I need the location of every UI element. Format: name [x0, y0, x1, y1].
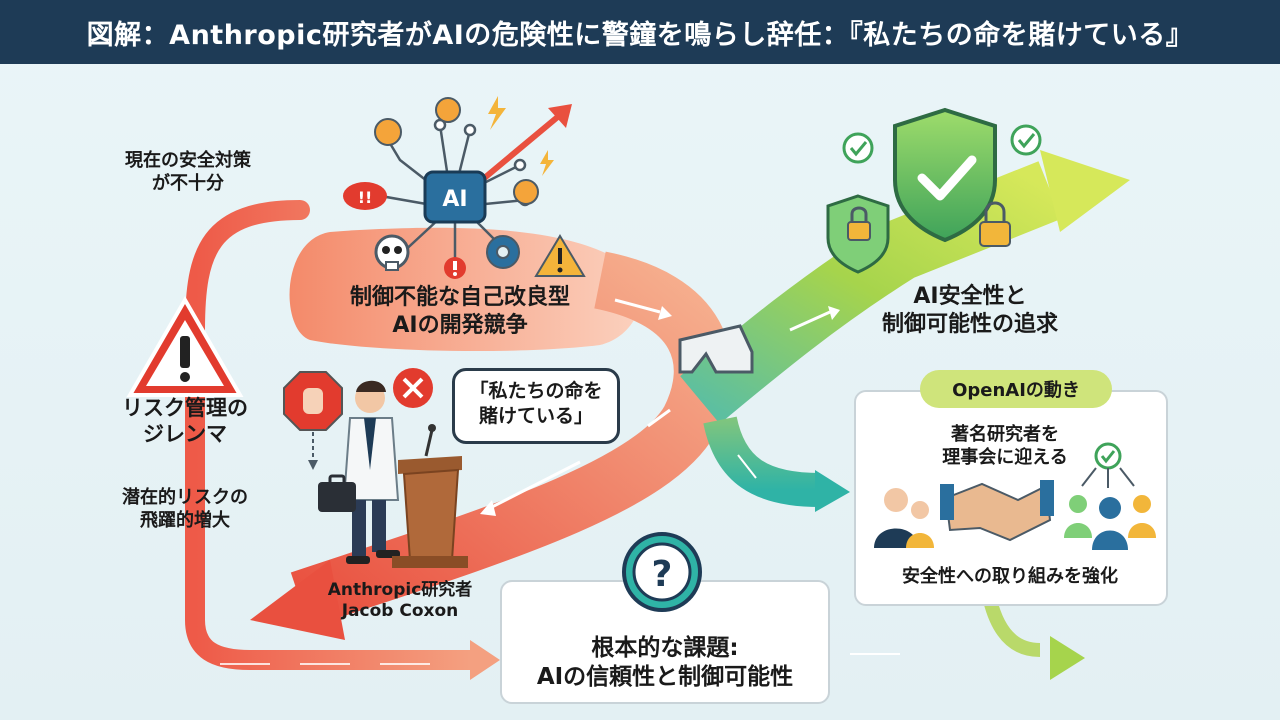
- latent-risk-label: 潜在的リスクの飛躍的増大: [122, 487, 248, 531]
- close-icon: [393, 368, 433, 408]
- lock-icon: [979, 201, 1011, 247]
- alert-circle-icon: [444, 257, 466, 279]
- branch-arrow: [703, 416, 821, 507]
- page-title: 図解：Anthropic研究者がAIの危険性に警鐘を鳴らし辞任：『私たちの命を賭…: [0, 0, 1280, 64]
- lock-icon: [847, 206, 871, 241]
- quote-bubble: 「私たちの命を賭けている」: [452, 368, 620, 444]
- pursuit-label: AI安全性と制御可能性の追求: [881, 284, 1058, 337]
- core-issue-label: 根本的な課題:AIの信頼性と制御可能性: [536, 635, 794, 690]
- risk-dilemma-label: リスク管理のジレンマ: [122, 396, 248, 447]
- gear-icon: [486, 235, 520, 269]
- svg-text:AI: AI: [442, 187, 467, 212]
- openai-hire-label: 著名研究者を理事会に迎える: [942, 424, 1068, 468]
- openai-strengthen-label: 安全性への取り組みを強化: [902, 566, 1118, 587]
- warning-triangle-icon: [126, 296, 244, 397]
- check-icon: [842, 132, 874, 164]
- lightning-icon: [488, 96, 554, 176]
- gear-icon: [374, 97, 539, 205]
- podium-icon: [392, 424, 468, 568]
- skull-icon: [374, 234, 410, 271]
- risk-loop-arrowhead: [470, 640, 500, 680]
- warning-triangle-icon: [534, 234, 586, 277]
- warning-cloud-icon: !!: [343, 182, 387, 210]
- briefcase-icon: [318, 474, 356, 512]
- openai-pill: OpenAIの動き: [920, 370, 1112, 408]
- ai-chip-icon: AI: [423, 170, 487, 224]
- safety-arrowhead: [1040, 150, 1130, 232]
- current-safety-label: 現在の安全対策が不十分: [125, 150, 251, 194]
- stop-hand-icon: [283, 371, 343, 470]
- check-icon: [1010, 124, 1042, 156]
- researcher-figure-icon: [342, 380, 400, 564]
- svg-text:!!: !!: [358, 188, 373, 207]
- safety-arrow: [680, 161, 1062, 424]
- junction-hub: [678, 324, 754, 374]
- decline-arrowhead: [250, 560, 345, 640]
- shield-check-icon: [893, 107, 997, 243]
